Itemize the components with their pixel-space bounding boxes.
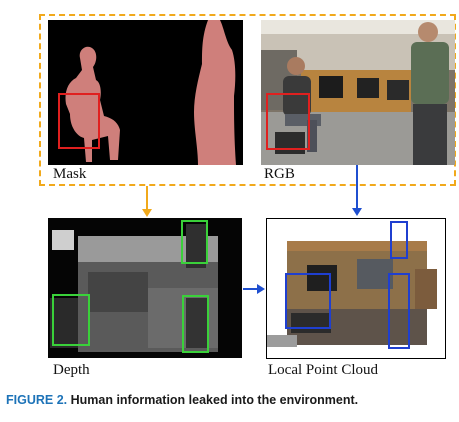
figure-number: FIGURE 2. [6, 393, 68, 407]
label-mask: Mask [53, 166, 87, 182]
mask-person-standing [194, 20, 236, 165]
cloud-blue-box-top [390, 221, 408, 259]
figure-caption: FIGURE 2. Human information leaked into … [6, 393, 358, 407]
rgb-red-box [266, 93, 310, 150]
label-rgb: RGB [264, 166, 295, 182]
cloud-blue-box-left [285, 273, 331, 329]
label-point-cloud: Local Point Cloud [268, 362, 378, 378]
cloud-blue-box-right [388, 273, 410, 349]
highlight-frame [39, 14, 456, 186]
arrow-depth-to-cloud [243, 284, 265, 294]
rgb-image [261, 20, 455, 165]
mask-red-box [58, 93, 100, 149]
mask-image [48, 20, 243, 165]
arrow-mask-to-depth [142, 186, 152, 217]
caption-text: Human information leaked into the enviro… [70, 393, 359, 407]
mask-person-seated [65, 46, 120, 162]
depth-green-box-top [181, 220, 208, 264]
depth-image [48, 218, 242, 358]
depth-green-box-right [182, 295, 209, 353]
point-cloud-image [266, 218, 446, 359]
arrow-rgb-to-cloud [352, 165, 362, 216]
depth-green-box-left [52, 294, 90, 346]
label-depth: Depth [53, 362, 90, 378]
